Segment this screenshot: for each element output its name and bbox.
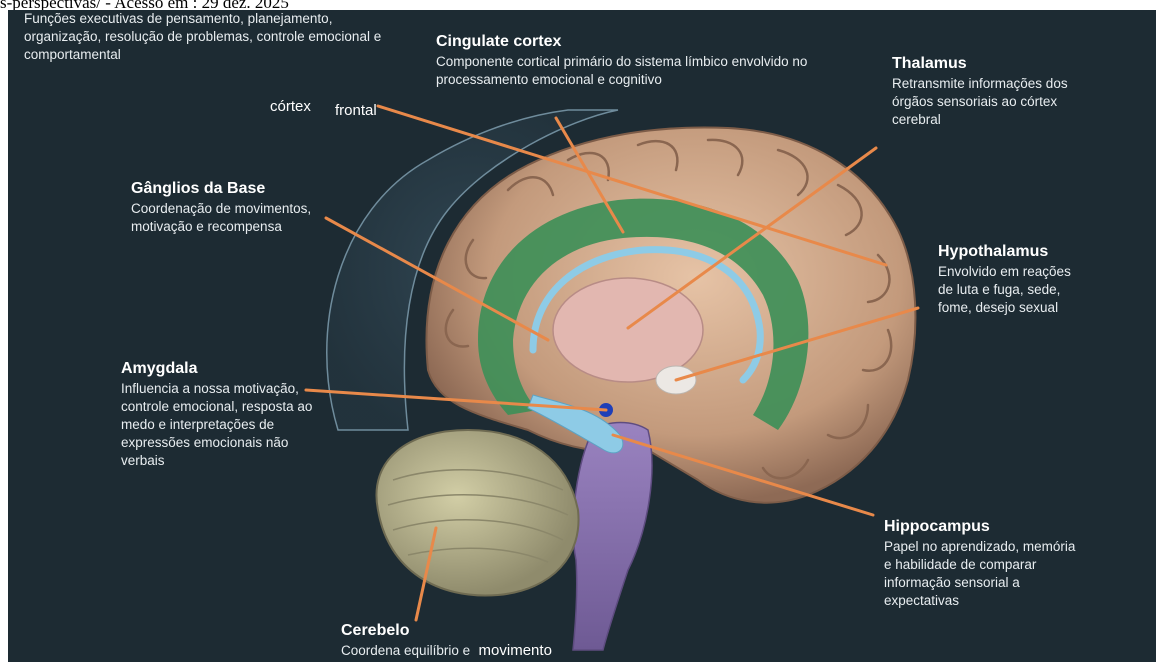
- basal-ganglia-label: Gânglios da Base Coordenação de moviment…: [131, 180, 341, 236]
- brainstem: [573, 423, 652, 651]
- thalamus-label: Thalamus Retransmite informações dos órg…: [892, 55, 1092, 129]
- hippocampus-desc: Papel no aprendizado, memória e habilida…: [884, 538, 1084, 610]
- cerebellum-desc-2: movimento: [479, 642, 552, 659]
- cerebellum-title: Cerebelo: [341, 622, 671, 640]
- thalamus-title: Thalamus: [892, 55, 1092, 73]
- hypothalamus-desc: Envolvido em reações de luta e fuga, sed…: [938, 263, 1088, 317]
- executive-functions-label: Funções executivas de pensamento, planej…: [24, 10, 404, 64]
- cingulate-cortex-desc: Componente cortical primário do sistema …: [436, 53, 826, 89]
- amygdala-desc: Influencia a nossa motivação, controle e…: [121, 380, 331, 470]
- hippocampus-title: Hippocampus: [884, 518, 1084, 536]
- basal-ganglia-title: Gânglios da Base: [131, 180, 341, 198]
- cerebellum-shape: [376, 430, 578, 596]
- cerebellum-desc: Coordena equilíbrio e: [341, 643, 470, 658]
- hippocampus-label: Hippocampus Papel no aprendizado, memóri…: [884, 518, 1084, 610]
- frontal-cortex-label-1: córtex: [270, 98, 311, 115]
- executive-functions-desc: Funções executivas de pensamento, planej…: [24, 10, 404, 64]
- cerebellum-label: Cerebelo Coordena equilíbrio e movimento: [341, 622, 671, 660]
- brain-diagram-panel: Funções executivas de pensamento, planej…: [8, 10, 1156, 662]
- thalamus-desc: Retransmite informações dos órgãos senso…: [892, 75, 1092, 129]
- cingulate-cortex-label: Cingulate cortex Componente cortical pri…: [436, 33, 826, 89]
- frontal-cortex-label-2: frontal: [335, 102, 377, 119]
- cingulate-cortex-title: Cingulate cortex: [436, 33, 826, 51]
- hypothalamus-label: Hypothalamus Envolvido em reações de lut…: [938, 243, 1088, 317]
- amygdala-title: Amygdala: [121, 360, 331, 378]
- basal-ganglia-desc: Coordenação de movimentos, motivação e r…: [131, 200, 341, 236]
- amygdala-label: Amygdala Influencia a nossa motivação, c…: [121, 360, 331, 470]
- hypothalamus-title: Hypothalamus: [938, 243, 1088, 261]
